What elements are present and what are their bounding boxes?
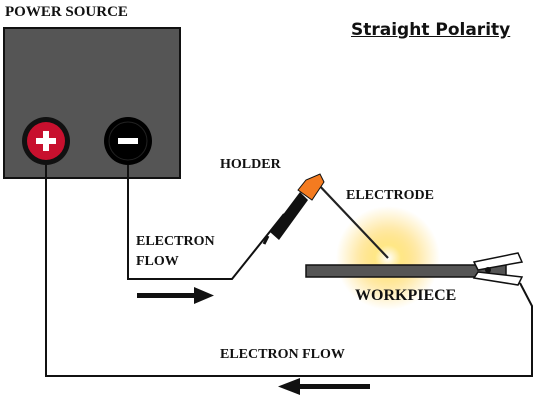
electrode-holder xyxy=(262,173,325,245)
negative-terminal xyxy=(104,117,152,165)
holder-label: HOLDER xyxy=(220,157,281,172)
ground-clamp xyxy=(472,252,524,286)
electron-flow-top-label-line2: FLOW xyxy=(136,254,179,269)
electron-flow-bottom-label: ELECTRON FLOW xyxy=(220,347,345,362)
negative-cable xyxy=(127,165,285,280)
positive-terminal xyxy=(22,117,70,165)
power-source-label: POWER SOURCE xyxy=(5,4,128,20)
electron-flow-top-label-line1: ELECTRON xyxy=(136,234,215,249)
electrode-label: ELECTRODE xyxy=(346,188,434,203)
electron-flow-arrow-right xyxy=(137,287,214,304)
diagram-title: Straight Polarity xyxy=(351,20,511,40)
electron-flow-arrow-left xyxy=(278,378,370,395)
workpiece-label: WORKPIECE xyxy=(355,287,457,304)
positive-cable xyxy=(45,165,533,377)
electrode-rod xyxy=(315,181,389,259)
workpiece-plate xyxy=(305,264,507,278)
